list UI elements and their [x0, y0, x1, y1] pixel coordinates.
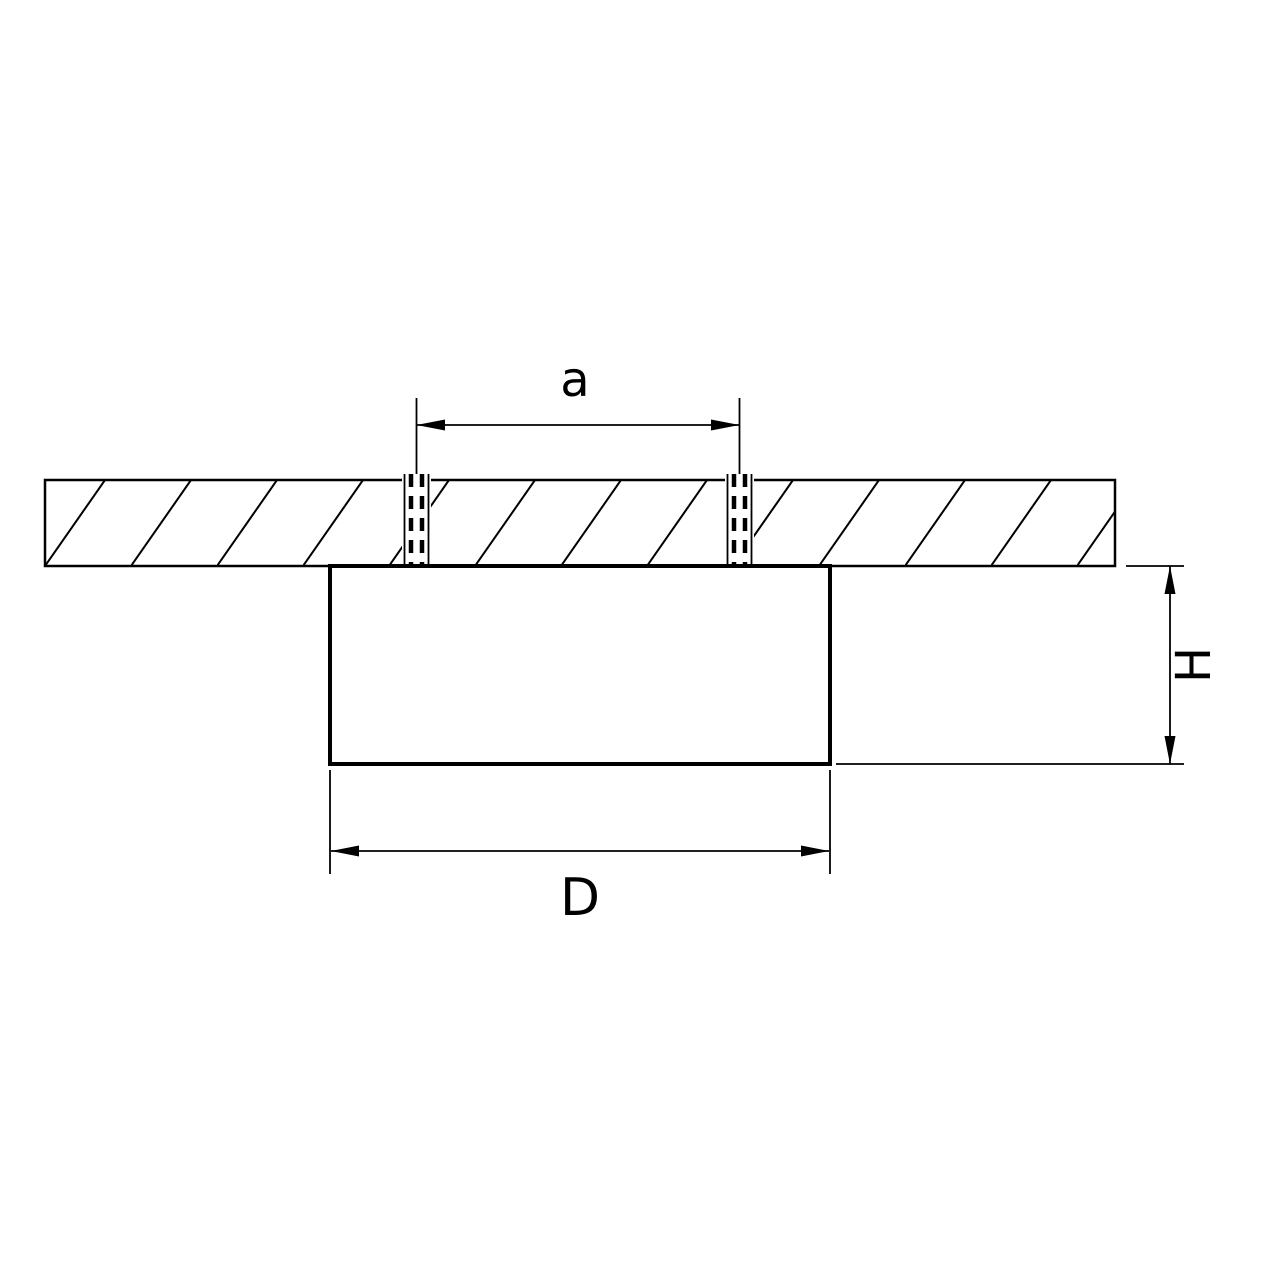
mounting-screw-right [725, 472, 754, 573]
arrowhead-left-icon [331, 845, 359, 857]
dimension-a-label: a [560, 352, 589, 408]
dimension-a: a [415, 352, 741, 474]
dimension-h-label: H [1166, 647, 1222, 683]
arrowhead-up-icon [1164, 566, 1176, 594]
ceiling-hatched-band [43, 478, 1117, 568]
mounting-screw-left [402, 472, 431, 573]
ceiling-section [43, 478, 1117, 568]
arrowhead-left-icon [416, 419, 445, 431]
screw-clearance-left [402, 472, 431, 573]
arrowhead-right-icon [801, 845, 829, 857]
fixture-body [328, 564, 832, 766]
arrowhead-down-icon [1164, 736, 1176, 764]
dimension-d: D [329, 770, 831, 928]
dimension-h: H [836, 565, 1222, 765]
arrowhead-right-icon [711, 419, 740, 431]
screw-clearance-right [725, 472, 754, 573]
dimension-d-label: D [560, 868, 600, 928]
